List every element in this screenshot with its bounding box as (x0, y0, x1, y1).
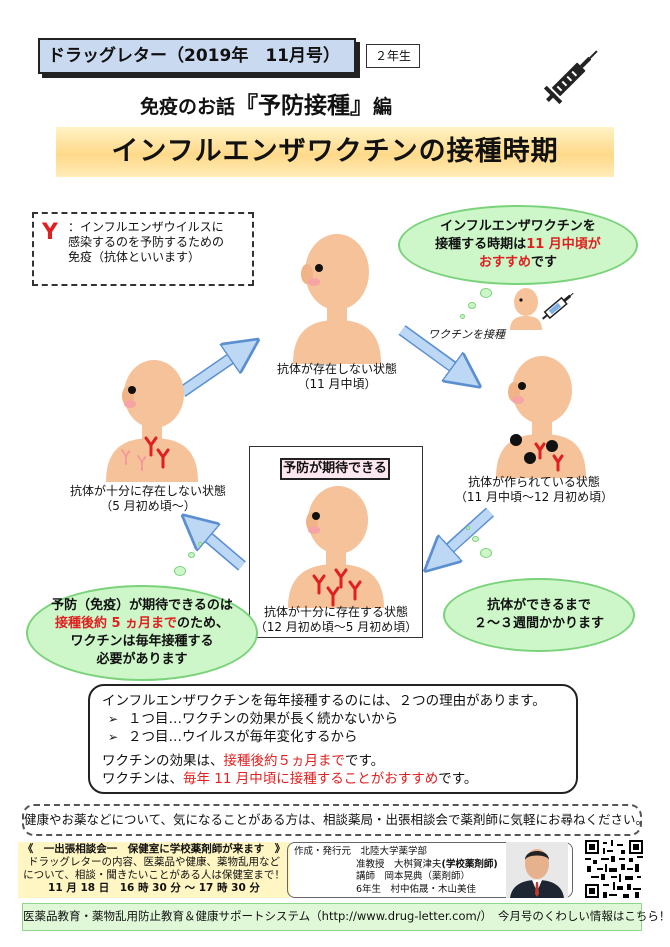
state-none-label: 抗体が存在しない状態 (276, 362, 397, 376)
recommend-line2a: 接種する時期は (435, 237, 527, 252)
recommend-timing: 11 月中頃が (526, 237, 601, 252)
footer-link[interactable]: 医薬品教育・薬物乱用防止教育＆健康サポートシステム（http://www.dru… (22, 903, 670, 931)
weeks-bubble: 抗体ができるまで ２～３週間かかります (443, 578, 635, 652)
qr-code[interactable] (585, 840, 643, 898)
newsletter-title: ドラッグレター（2019年 11月号） (38, 38, 356, 74)
syringe-icon (543, 50, 598, 105)
subtitle-topic: 『予防接種』 (235, 93, 374, 119)
vaccination-icon (510, 288, 574, 330)
thought-dot (472, 536, 479, 542)
person-forming-antibody (496, 356, 586, 478)
yearly-line2b: のため、 (177, 616, 230, 631)
reason-item-2: ２つ目…ウイルスが毎年変化するから (102, 728, 564, 746)
recommend-emphasis: おすすめ (478, 255, 531, 270)
effect-duration: ワクチンの効果は、接種後約５ヵ月までです。 (102, 752, 564, 770)
timing-pre: ワクチンは、 (102, 771, 183, 787)
publisher-prof: 准教授 大桝賀津夫 (356, 858, 442, 870)
yearly-bubble: 予防（免疫）が期待できるのは 接種後約 5 ヵ月までのため、 ワクチンは毎年接種… (26, 585, 258, 681)
page-title: インフルエンザワクチンの接種時期 (111, 136, 559, 167)
thought-dot (198, 542, 202, 546)
reasons-box: インフルエンザワクチンを毎年接種するのには、２つの理由があります。 １つ目…ワク… (88, 684, 578, 794)
visit-line2: ドラッグレターの内容、医薬品や健康、薬物乱用など (28, 856, 280, 868)
state-none-period: （11 月中頃） (297, 377, 377, 391)
subtitle-pre: 免疫のお話 (140, 96, 236, 118)
yearly-line3: ワクチンは毎年接種する (70, 634, 214, 649)
state-sufficient-label: 抗体が十分に存在する状態 (263, 605, 408, 619)
weeks-line2: ２～３週間かかります (473, 616, 604, 631)
protection-badge: 予防が期待できる (280, 458, 390, 480)
reasons-intro: インフルエンザワクチンを毎年接種するのには、２つの理由があります。 (102, 693, 546, 709)
definition-line1: ：インフルエンザウイルスに (68, 220, 224, 234)
yearly-line1: 予防（免疫）が期待できるのは (51, 598, 233, 613)
subtitle-post: 編 (373, 96, 393, 118)
publisher-info: 作成・発行元 北陸大学薬学部 准教授 大桝賀津夫(学校薬剤師) 講師 岡本晃典（… (287, 842, 573, 898)
yearly-line4: 必要があります (96, 652, 188, 667)
thought-dot (174, 566, 186, 576)
definition-line3: 免疫（抗体といいます） (68, 250, 201, 264)
yearly-duration: 接種後約 5 ヵ月まで (54, 616, 178, 631)
thought-dot (480, 288, 492, 298)
state-insufficient-label: 抗体が十分に存在しない状態 (69, 484, 226, 498)
visit-line3: について、相談・聞きたいことがある人は保健室まで！ (23, 869, 285, 881)
visit-datetime: 11 月 18 日 16 時 30 分 ～ 17 時 30 分 (48, 882, 260, 894)
state-insufficient: 抗体が十分に存在しない状態 （5 月初め頃～） (60, 484, 236, 514)
state-sufficient-period: （12 月初め頃～5 月初め頃） (254, 620, 418, 634)
thought-dot (468, 302, 476, 309)
recommend-line1: インフルエンザワクチンを (440, 219, 596, 234)
recommend-bubble: インフルエンザワクチンを 接種する時期は11 月中頃が おすすめです (398, 205, 638, 285)
state-sufficient: 抗体が十分に存在する状態 （12 月初め頃～5 月初め頃） (251, 605, 421, 635)
publisher-prof-role: (学校薬剤師) (441, 858, 498, 870)
timing-red: 毎年 11 月中頃に接種することがおすすめ (183, 771, 439, 787)
antibody-definition: Y ：インフルエンザウイルスに 感染するのを予防するための 免疫（抗体といいます… (32, 212, 254, 286)
recommended-timing: ワクチンは、毎年 11 月中頃に接種することがおすすめです。 (102, 770, 564, 788)
visit-title: 《 一出張相談会一 保健室に学校薬剤師が来ます 》 (22, 843, 286, 855)
subtitle: 免疫のお話『予防接種』編 (140, 86, 392, 120)
state-forming-period: （11 月中頃～12 月初め頃） (454, 490, 614, 504)
visit-consultation: 《 一出張相談会一 保健室に学校薬剤師が来ます 》 ドラッグレターの内容、医薬品… (18, 842, 290, 898)
title-band (56, 127, 614, 177)
grade-badge: ２年生 (366, 44, 420, 68)
thought-dot (480, 548, 492, 558)
definition-line2: 感染するのを予防するための (68, 235, 225, 249)
state-forming-label: 抗体が作られている状態 (468, 475, 600, 489)
publisher-lecturer: 講師 岡本晃典（薬剤師） (356, 871, 471, 882)
consult-notice: 健康やお薬などについて、気になることがある方は、相談薬局・出張相談会で薬剤師に気… (22, 804, 648, 836)
state-none: 抗体が存在しない状態 （11 月中頃） (272, 362, 402, 392)
timing-post: です。 (438, 771, 478, 787)
thought-dot (466, 526, 470, 530)
publisher-label: 作成・発行元 (294, 846, 352, 857)
vaccine-label: ワクチンを接種 (428, 328, 505, 341)
publisher-students: 6年生 村中佑晟・木山美佳 (356, 883, 477, 895)
pharmacist-photo (506, 842, 568, 898)
effect-pre: ワクチンの効果は、 (102, 753, 224, 769)
thought-dot (460, 314, 465, 319)
reason-item-1: １つ目…ワクチンの効果が長く続かないから (102, 710, 564, 728)
state-insufficient-period: （5 月初め頃～） (100, 499, 196, 513)
person-insufficient-antibody (106, 360, 198, 482)
effect-post: です。 (345, 753, 385, 769)
antibody-symbol: Y (42, 220, 58, 245)
publisher-org: 北陸大学薬学部 (360, 846, 428, 857)
person-sufficient-antibody (288, 486, 384, 608)
thought-dot (188, 552, 195, 558)
person-no-antibody (293, 234, 381, 364)
recommend-line3b: です (530, 255, 557, 270)
weeks-line1: 抗体ができるまで (487, 598, 591, 613)
effect-red: 接種後約５ヵ月まで (223, 753, 346, 769)
state-forming: 抗体が作られている状態 （11 月中頃～12 月初め頃） (448, 475, 620, 505)
